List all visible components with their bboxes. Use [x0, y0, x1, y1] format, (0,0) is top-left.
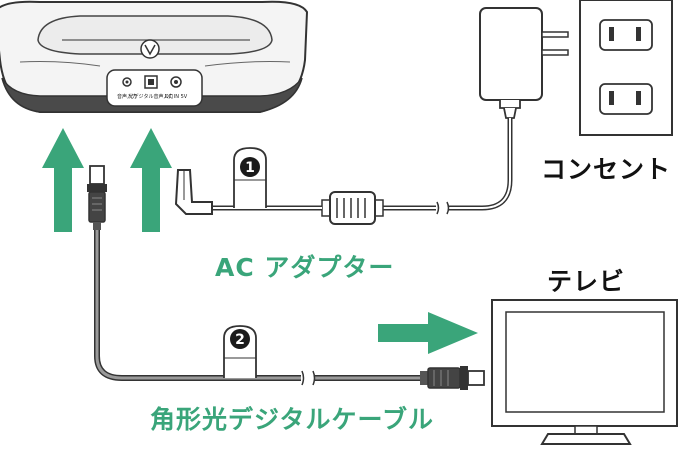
arrow-up-icon: [130, 128, 172, 232]
ac-adapter-label: AC アダプター: [215, 253, 395, 282]
badge-2: 2: [230, 329, 250, 349]
ac-adapter-cable: [174, 118, 513, 225]
television-icon: [491, 299, 678, 445]
arrow-right-icon: [378, 312, 478, 354]
port-label-dc-in: DC IN 5V: [165, 94, 188, 100]
optical-cable: [87, 165, 485, 390]
port-label-audio-in: 音声入力: [117, 93, 137, 100]
arrow-up-icon: [42, 128, 84, 232]
ac-adapter-plug-icon: [479, 7, 569, 119]
port-label-optical-in: 光デジタル音声入力: [129, 93, 174, 100]
svg-text:1: 1: [245, 160, 255, 176]
optical-cable-label: 角形光デジタルケーブル: [150, 405, 435, 434]
badge-1: 1: [240, 157, 260, 177]
speaker-dock-icon: 音声入力 光デジタル音声入力 DC IN 5V: [0, 0, 309, 113]
tv-label: テレビ: [547, 267, 626, 296]
outlet-label: コンセント: [541, 155, 672, 184]
wall-outlet-icon: [579, 0, 673, 136]
svg-text:2: 2: [235, 332, 245, 348]
